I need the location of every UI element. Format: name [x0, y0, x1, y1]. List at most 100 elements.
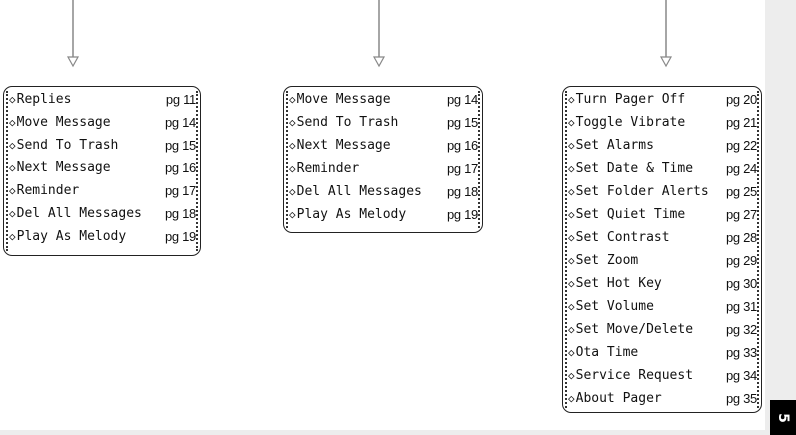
menu-item: ◇Turn Pager Off pg 20 — [568, 89, 759, 111]
menu-item-label: ◇Service Request — [568, 365, 693, 387]
diamond-bullet-icon: ◇ — [568, 392, 575, 405]
page-reference: pg 32 — [725, 322, 757, 337]
diamond-bullet-icon: ◇ — [9, 161, 16, 175]
menu-item: ◇Next Message pg 16 — [9, 157, 198, 179]
page-reference: pg 29 — [725, 253, 757, 268]
page-reference: pg 15 — [164, 137, 196, 153]
menu-item-label: ◇Set Alarms — [568, 135, 654, 157]
menu-item: ◇Del All Messages pg 18 — [9, 203, 198, 225]
menu-item: ◇Set Quiet Time pg 27 — [568, 204, 759, 226]
diamond-bullet-icon: ◇ — [568, 93, 575, 106]
page-reference: pg 33 — [725, 345, 757, 360]
menu-item: ◇Ota Time pg 33 — [568, 342, 759, 364]
menu-item: ◇Move Message pg 14 — [289, 89, 480, 111]
menu-item-text: Next Message — [296, 138, 391, 153]
menu-item: ◇Set Volume pg 31 — [568, 296, 759, 318]
menu-item-text: Move Message — [16, 114, 111, 130]
menu-item-text: Set Folder Alerts — [575, 184, 709, 199]
menu-item-text: Service Request — [575, 368, 694, 383]
menu-item-text: Set Volume — [575, 299, 654, 314]
menu-item-label: ◇Move Message — [289, 89, 391, 111]
menu-item-text: Set Alarms — [575, 138, 654, 153]
page-reference: pg 31 — [725, 299, 757, 314]
menu-item-text: About Pager — [575, 391, 662, 406]
diamond-bullet-icon: ◇ — [9, 229, 16, 243]
menu-item-text: Del All Messages — [16, 206, 142, 221]
menu-item-label: ◇Turn Pager Off — [568, 89, 685, 111]
menu-item: ◇Set Hot Key pg 30 — [568, 273, 759, 295]
diamond-bullet-icon: ◇ — [568, 254, 575, 267]
menu-item-text: Set Zoom — [575, 253, 639, 268]
menu-item-text: Play As Melody — [296, 207, 407, 222]
diamond-bullet-icon: ◇ — [568, 162, 575, 175]
menu-item: ◇Set Folder Alerts pg 25 — [568, 181, 759, 203]
page-reference: pg 21 — [725, 115, 757, 130]
page-reference: pg 18 — [446, 184, 478, 199]
page-reference: pg 18 — [164, 206, 196, 221]
menu-item-label: ◇Next Message — [9, 157, 111, 179]
menu-item-label: ◇Reminder — [289, 158, 359, 180]
menu-item-label: ◇Next Message — [289, 135, 391, 157]
down-arrow-middle — [372, 0, 386, 68]
menu-item-text: Set Contrast — [575, 230, 670, 245]
menu-item-label: ◇About Pager — [568, 388, 662, 410]
menu-item: ◇Reminder pg 17 — [9, 180, 198, 202]
down-arrow-left — [66, 0, 80, 68]
menu-item-text: Set Hot Key — [575, 276, 662, 291]
diamond-bullet-icon: ◇ — [289, 162, 296, 175]
page-reference: pg 27 — [725, 207, 757, 222]
diamond-bullet-icon: ◇ — [289, 139, 296, 152]
menu-item-text: Del All Messages — [296, 184, 422, 199]
page-reference: pg 30 — [725, 276, 757, 291]
menu-item: ◇Toggle Vibrate pg 21 — [568, 112, 759, 134]
page-reference: pg 35 — [725, 391, 757, 406]
page-reference: pg 16 — [446, 138, 478, 153]
page-reference: pg 16 — [164, 160, 196, 176]
menu-item-label: ◇Set Quiet Time — [568, 204, 685, 226]
menu-item-text: Set Move/Delete — [575, 322, 694, 337]
diamond-bullet-icon: ◇ — [568, 231, 575, 244]
diamond-bullet-icon: ◇ — [289, 116, 296, 129]
diamond-bullet-icon: ◇ — [9, 207, 16, 220]
diamond-bullet-icon: ◇ — [568, 208, 575, 221]
menu-item-text: Move Message — [296, 92, 391, 107]
page-reference: pg 20 — [725, 92, 757, 107]
diamond-bullet-icon: ◇ — [9, 93, 16, 106]
diamond-bullet-icon: ◇ — [9, 184, 16, 198]
diamond-bullet-icon: ◇ — [568, 185, 575, 198]
page-reference: pg 17 — [164, 183, 196, 199]
menu-item-text: Ota Time — [575, 345, 639, 360]
menu-item-text: Set Date & Time — [575, 161, 694, 176]
menu-item-label: ◇Ota Time — [568, 342, 638, 364]
menu-item-text: Reminder — [16, 183, 80, 199]
menu-item-label: ◇Toggle Vibrate — [568, 112, 685, 134]
page-reference: pg 25 — [725, 184, 757, 199]
menu-item-label: ◇Set Volume — [568, 296, 654, 318]
diamond-bullet-icon: ◇ — [289, 185, 296, 198]
page-reference: pg 14 — [446, 92, 478, 107]
page-reference: pg 34 — [725, 368, 757, 383]
diamond-bullet-icon: ◇ — [568, 116, 575, 129]
menu-item-text: Send To Trash — [296, 115, 399, 130]
diamond-bullet-icon: ◇ — [568, 346, 575, 359]
menu-item-text: Next Message — [16, 160, 111, 176]
menu-item-text: Toggle Vibrate — [575, 115, 686, 130]
diamond-bullet-icon: ◇ — [568, 369, 575, 382]
page-reference: pg 17 — [446, 161, 478, 176]
diamond-bullet-icon: ◇ — [568, 139, 575, 152]
diamond-bullet-icon: ◇ — [568, 300, 575, 313]
menu-item-label: ◇Set Date & Time — [568, 158, 693, 180]
page-reference: pg 19 — [164, 228, 196, 244]
page-reference: pg 11 — [165, 92, 196, 107]
menu-item-label: ◇Set Contrast — [568, 227, 670, 249]
menu-item-label: ◇Set Hot Key — [568, 273, 662, 295]
diamond-bullet-icon: ◇ — [289, 93, 296, 106]
